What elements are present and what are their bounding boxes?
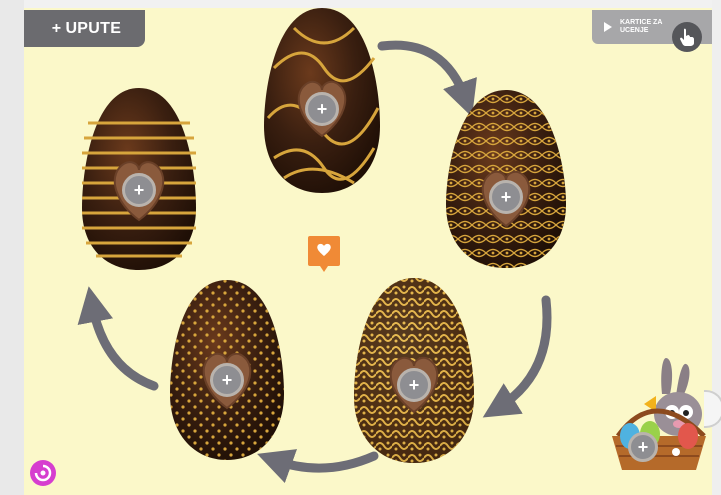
hotspot-egg-marbled[interactable]: + xyxy=(305,92,339,126)
side-panel-handle[interactable] xyxy=(704,390,721,428)
heart-icon[interactable] xyxy=(308,236,340,266)
kartice-label: KARTICE ZA UCENJE xyxy=(620,19,664,35)
hand-pointer-icon[interactable] xyxy=(672,22,702,52)
upute-button[interactable]: + UPUTE xyxy=(24,10,145,47)
hotspot-egg-filigree[interactable]: + xyxy=(397,368,431,402)
swirl-logo-icon[interactable] xyxy=(30,460,56,486)
interactive-stage: + + + + + + UPUTE KARTICE ZA UCENJE xyxy=(24,8,712,495)
hotspot-basket[interactable]: + xyxy=(628,432,658,462)
hotspot-egg-striped[interactable]: + xyxy=(122,173,156,207)
play-icon xyxy=(604,22,612,32)
hotspot-egg-lace[interactable]: + xyxy=(489,180,523,214)
hotspot-egg-dots[interactable]: + xyxy=(210,363,244,397)
left-frame-margin xyxy=(0,0,24,495)
plus-icon: + xyxy=(52,20,62,38)
upute-label: UPUTE xyxy=(65,20,121,38)
bunny-basket-image xyxy=(604,356,712,476)
egg-lace-gold xyxy=(446,90,566,268)
